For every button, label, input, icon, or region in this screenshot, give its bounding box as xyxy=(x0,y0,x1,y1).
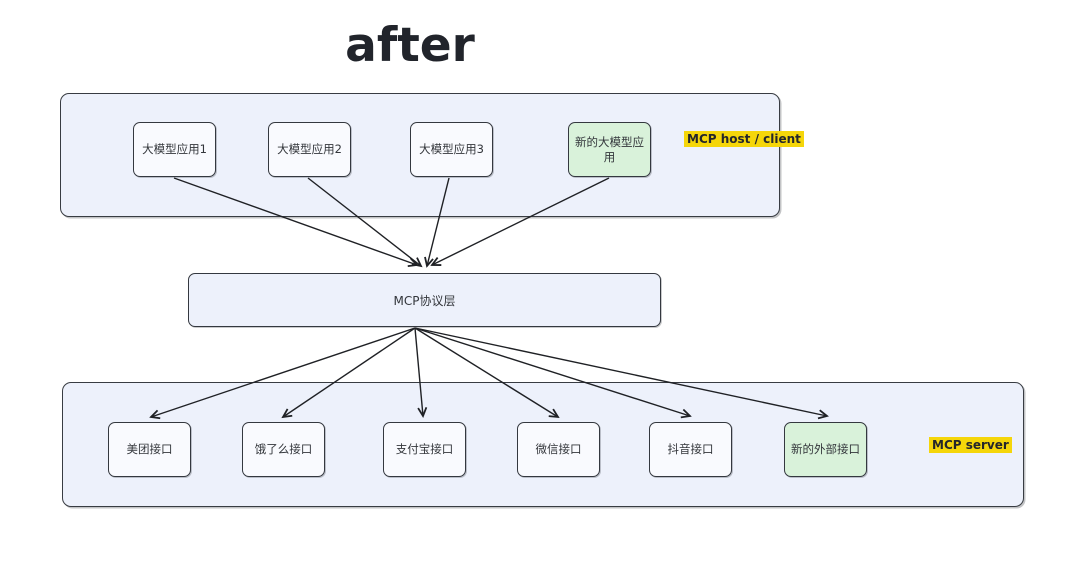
node-eleme-api: 饿了么接口 xyxy=(242,422,325,477)
diagram-title: after xyxy=(345,18,475,73)
node-meituan-api: 美团接口 xyxy=(108,422,191,477)
node-mcp-protocol-layer: MCP协议层 xyxy=(188,273,661,327)
node-wechat-api: 微信接口 xyxy=(517,422,600,477)
node-douyin-api: 抖音接口 xyxy=(649,422,732,477)
node-new-llm-app: 新的大模型应用 xyxy=(568,122,651,177)
node-new-external-api: 新的外部接口 xyxy=(784,422,867,477)
node-llm-app-3: 大模型应用3 xyxy=(410,122,493,177)
node-llm-app-1: 大模型应用1 xyxy=(133,122,216,177)
server-tag: MCP server xyxy=(929,437,1012,453)
host-client-tag: MCP host / client xyxy=(684,131,804,147)
node-llm-app-2: 大模型应用2 xyxy=(268,122,351,177)
node-alipay-api: 支付宝接口 xyxy=(383,422,466,477)
